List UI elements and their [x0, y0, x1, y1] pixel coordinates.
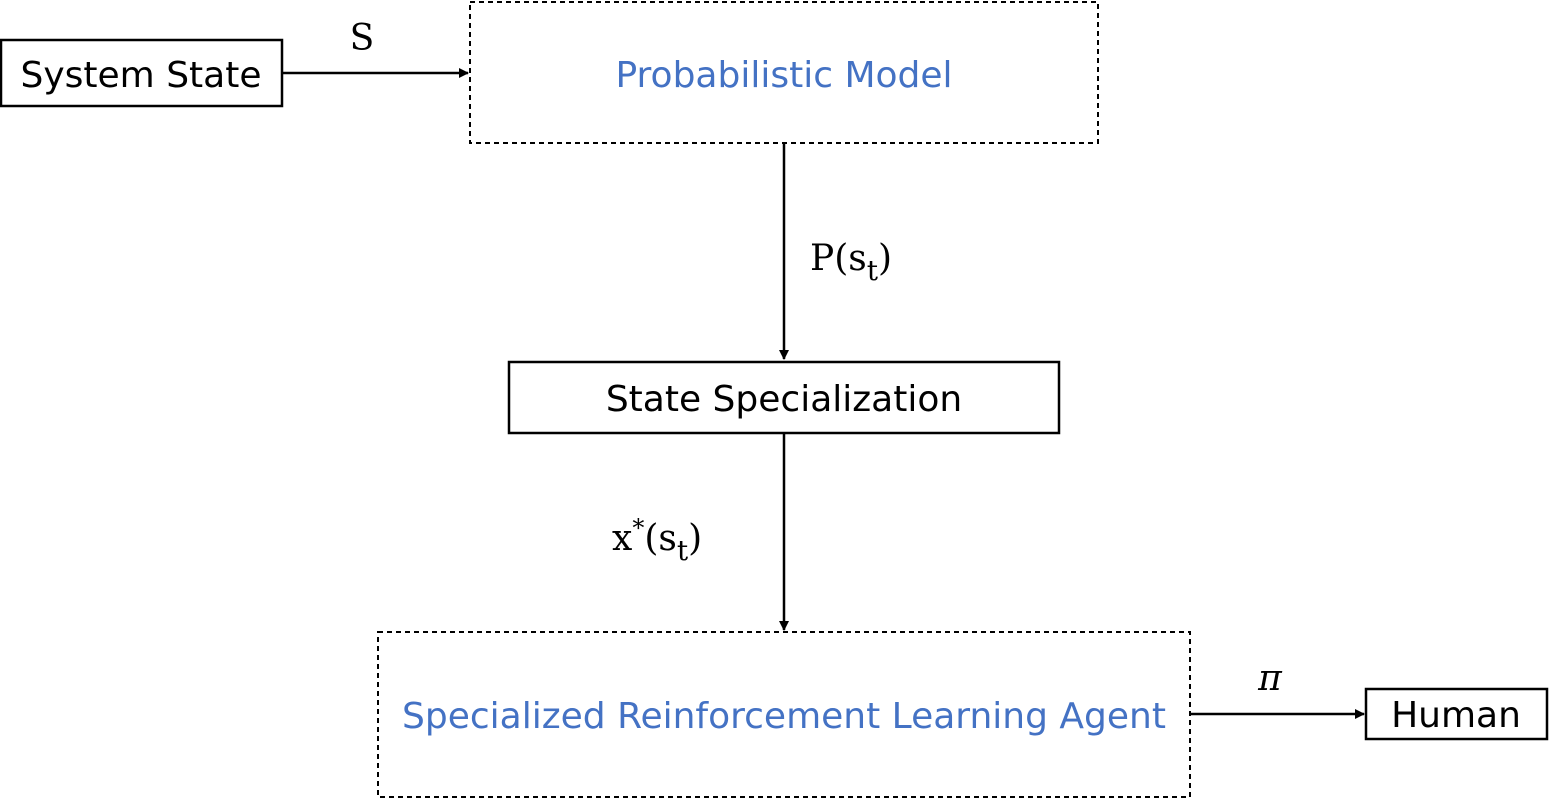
edge-label-optimal: x*(st) — [612, 514, 702, 567]
node-human: Human — [1364, 687, 1549, 741]
edge-state-to-model: S — [282, 18, 469, 78]
edge-label-probability-close: ) — [878, 238, 892, 279]
human-box — [1364, 687, 1549, 741]
edge-model-to-specialization: P(st) — [779, 143, 892, 360]
node-system-state: System State — [0, 38, 284, 108]
edge-label-probability-prefix: P — [810, 238, 834, 279]
node-state-specialization: State Specialization — [507, 360, 1061, 435]
probabilistic-model-box — [469, 1, 1099, 144]
rl-agent-label: Specialized Reinforcement Learning Agent — [402, 696, 1166, 737]
edge-agent-to-human: π — [1190, 658, 1365, 719]
edge-label-pi: π — [1257, 658, 1283, 699]
edge-label-optimal-sub: t — [677, 534, 689, 567]
rl-agent-box — [377, 631, 1191, 798]
edge-label-optimal-close: ) — [688, 518, 702, 559]
edge-specialization-to-agent: x*(st) — [612, 434, 789, 631]
edge-label-probability-sub: t — [867, 254, 879, 287]
node-rl-agent: Specialized Reinforcement Learning Agent — [377, 631, 1191, 798]
edge-label-optimal-var: x — [612, 518, 632, 559]
state-specialization-label: State Specialization — [606, 379, 962, 420]
edge-label-s: S — [350, 18, 375, 59]
edge-label-probability: P(st) — [810, 238, 892, 287]
edge-label-probability-arg: (s — [834, 238, 867, 279]
state-specialization-box — [507, 360, 1061, 435]
probabilistic-model-label: Probabilistic Model — [615, 55, 952, 96]
system-state-label: System State — [21, 55, 262, 96]
system-state-box — [0, 38, 284, 108]
edge-label-optimal-arg: (s — [644, 518, 677, 559]
edge-label-optimal-sup: * — [632, 514, 644, 542]
node-probabilistic-model: Probabilistic Model — [469, 1, 1099, 144]
human-label: Human — [1391, 695, 1521, 736]
